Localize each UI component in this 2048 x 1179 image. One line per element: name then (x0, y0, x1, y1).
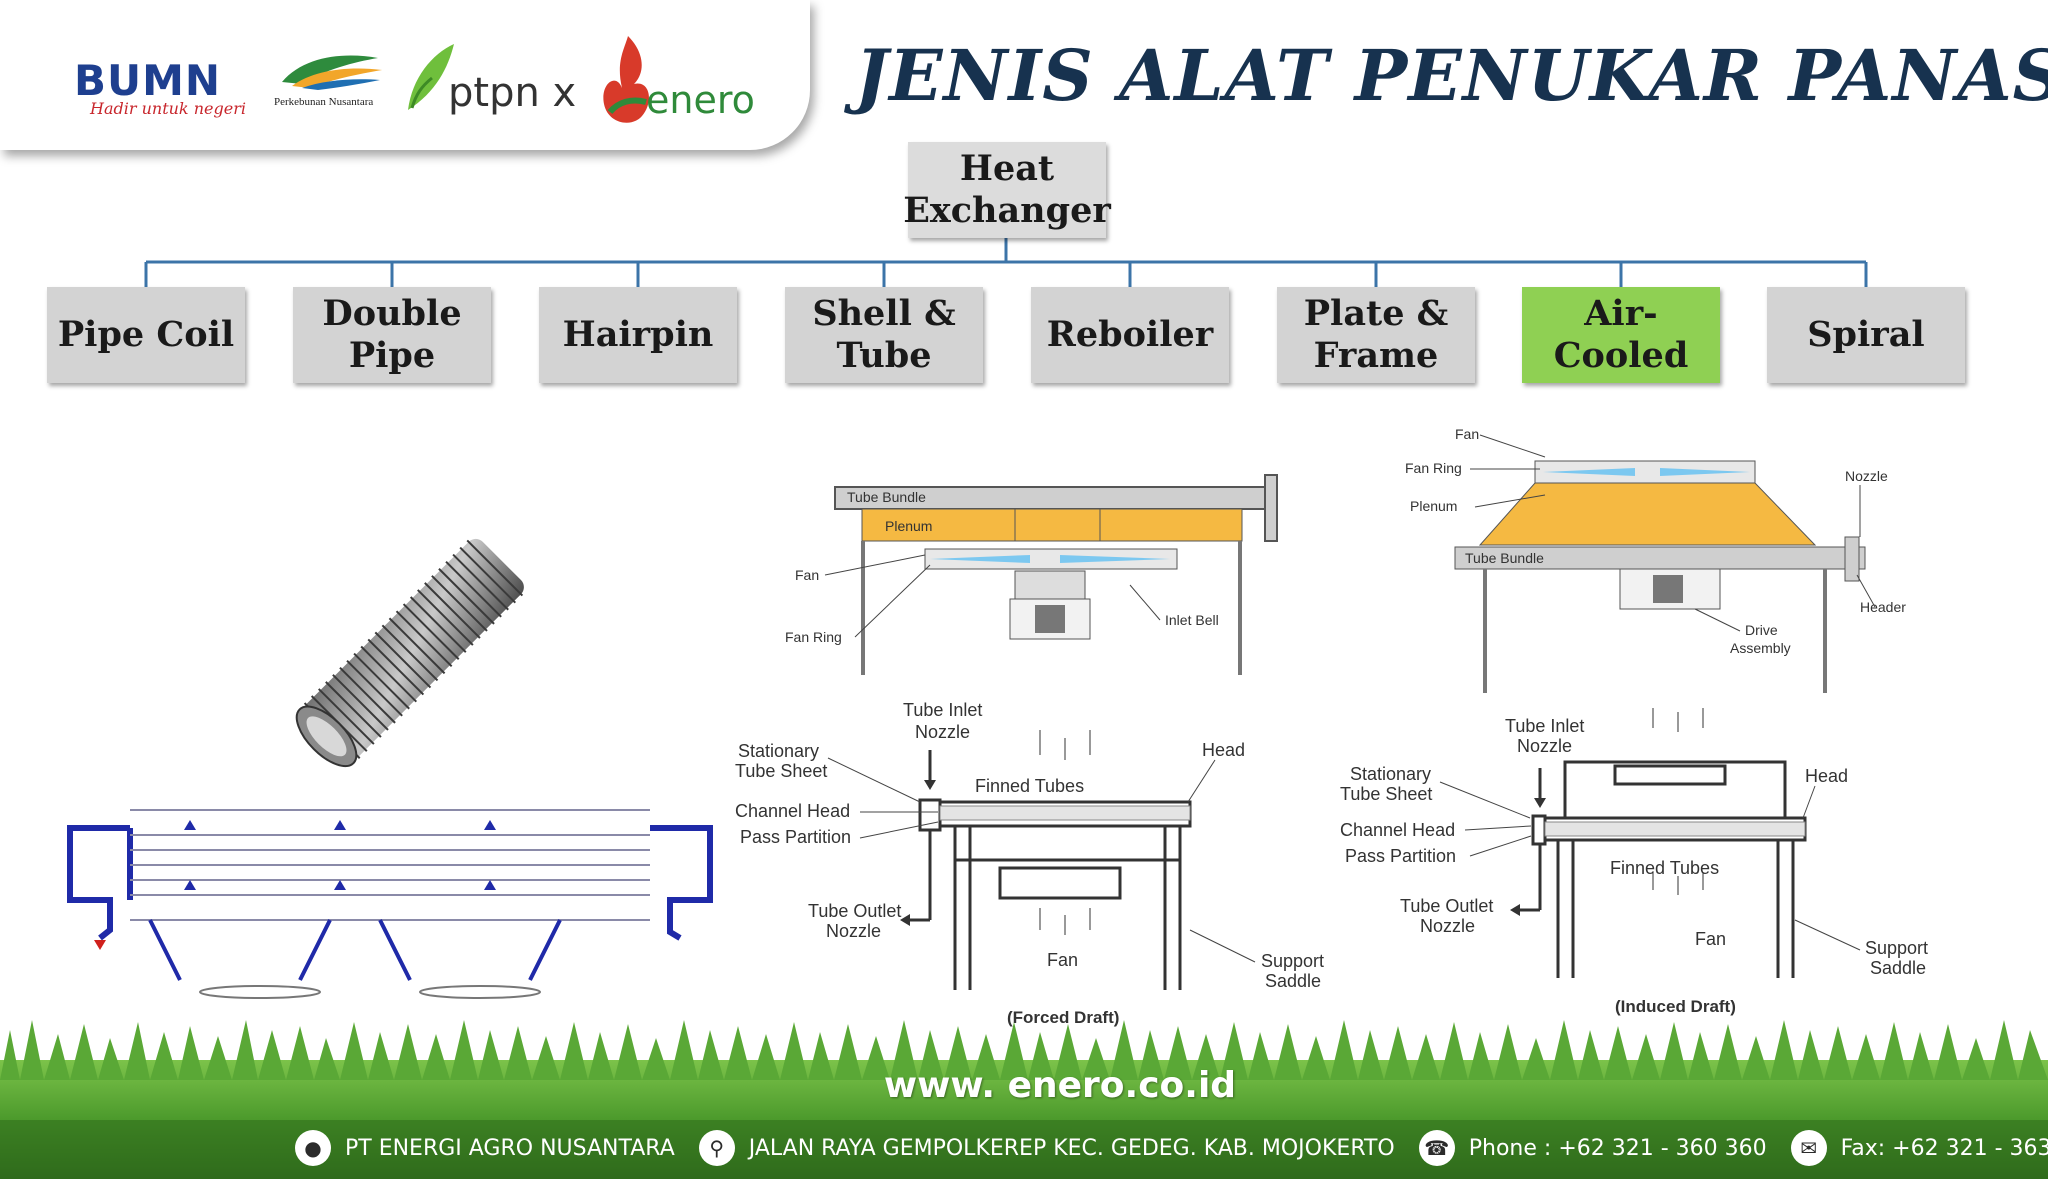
label-tube-outlet: Tube Outlet (808, 901, 901, 921)
label-fan: Fan (1047, 950, 1078, 970)
tree-node-shell-tube: Shell & Tube (785, 287, 983, 383)
label-fan-ring: Fan Ring (785, 629, 842, 645)
label-pass-partition: Pass Partition (740, 827, 851, 847)
phone-icon: ☎ (1418, 1130, 1455, 1166)
tree-root-heat-exchanger: Heat Exchanger (903, 142, 1111, 238)
footer-fax-text: Fax: +62 321 - 363 363 (1840, 1135, 2048, 1161)
label-head: Head (1805, 766, 1848, 786)
mail-icon: ✉ (1790, 1130, 1827, 1166)
bumn-logo-word: BUMN (74, 56, 222, 105)
footer-address-text: JALAN RAYA GEMPOLKEREP KEC. GEDEG. KAB. … (748, 1135, 1395, 1161)
label-channel-head: Channel Head (1340, 820, 1455, 840)
label-tube-bundle: Tube Bundle (847, 489, 926, 505)
label-inlet-bell: Inlet Bell (1165, 612, 1219, 628)
label-tube-outlet-nozzle: Nozzle (1420, 916, 1475, 936)
label-assembly: Assembly (1730, 640, 1791, 656)
leaf-icon (408, 44, 454, 110)
tree-node-reboiler: Reboiler (1031, 287, 1229, 383)
forced-draft-top-diagram: Tube Bundle Plenum Fan Fan Ring Inlet Be… (785, 474, 1278, 675)
perkebunan-logo: Perkebunan Nusantara (274, 48, 394, 108)
caption-induced-draft: (Induced Draft) (1615, 997, 1736, 1016)
induced-draft-diagram: Tube Inlet Nozzle Stationary Tube Sheet … (1340, 708, 1928, 1016)
label-tube-inlet-nozzle: Nozzle (915, 722, 970, 742)
label-nozzle: Nozzle (1845, 468, 1888, 484)
logo-panel: BUMN Hadir untuk negeri Perkebunan Nusan… (0, 0, 810, 150)
tree-node-plate-frame: Plate & Frame (1277, 287, 1475, 383)
label-tube-inlet-nozzle: Nozzle (1517, 736, 1572, 756)
label-plenum: Plenum (885, 518, 932, 534)
forced-draft-diagram: Tube Inlet Nozzle Stationary Tube Sheet … (735, 700, 1324, 1027)
label-header: Header (1860, 599, 1906, 615)
person-icon: ● (295, 1130, 331, 1166)
label-head: Head (1202, 740, 1245, 760)
label-tube-inlet: Tube Inlet (903, 700, 982, 720)
label-fan: Fan (1455, 426, 1479, 442)
tree-node-double-pipe: Double Pipe (293, 287, 491, 383)
label-channel-head: Channel Head (735, 801, 850, 821)
label-fan: Fan (795, 567, 819, 583)
label-tube-sheet: Tube Sheet (735, 761, 827, 781)
tree-connectors (144, 238, 1868, 287)
air-cooler-schematic (67, 809, 713, 999)
label-finned-tubes: Finned Tubes (975, 776, 1084, 796)
tree-node-hairpin: Hairpin (539, 287, 737, 383)
bumn-logo-tagline: Hadir untuk negeri (90, 99, 246, 118)
footer-phone-text: Phone : +62 321 - 360 360 (1468, 1135, 1767, 1161)
label-saddle: Saddle (1870, 958, 1926, 978)
label-tube-outlet-nozzle: Nozzle (826, 921, 881, 941)
label-pass-partition: Pass Partition (1345, 846, 1456, 866)
enero-flame-icon (603, 36, 649, 123)
label-fan-ring: Fan Ring (1405, 460, 1462, 476)
perkebunan-logo-text: Perkebunan Nusantara (274, 96, 374, 108)
grass-footer-background (0, 1020, 2048, 1179)
footer-fax: ✉ Fax: +62 321 - 363 363 (1790, 1130, 2048, 1166)
label-tube-sheet: Tube Sheet (1340, 784, 1432, 804)
induced-draft-top-diagram: Fan Fan Ring Plenum Tube Bundle Nozzle H… (1405, 426, 1906, 693)
footer-company: ● PT ENERGI AGRO NUSANTARA (295, 1130, 675, 1166)
footer-contact-bar: ● PT ENERGI AGRO NUSANTARA ⚲ JALAN RAYA … (295, 1125, 2048, 1171)
label-fan: Fan (1695, 929, 1726, 949)
footer-phone: ☎ Phone : +62 321 - 360 360 (1418, 1130, 1767, 1166)
bumn-logo: BUMN Hadir untuk negeri (74, 56, 246, 118)
caption-forced-draft: (Forced Draft) (1007, 1008, 1119, 1027)
page-title: JENIS ALAT PENUKAR PANAS (855, 34, 2048, 117)
ptpn-logo: ptpn x (402, 38, 576, 122)
label-drive: Drive (1745, 622, 1778, 638)
label-plenum: Plenum (1410, 498, 1457, 514)
label-tube-inlet: Tube Inlet (1505, 716, 1584, 736)
finned-tube-image (295, 538, 524, 768)
footer-website[interactable]: www. enero.co.id (883, 1065, 1237, 1106)
label-tube-outlet: Tube Outlet (1400, 896, 1493, 916)
perkebunan-logo-icon (282, 55, 382, 90)
label-saddle: Saddle (1265, 971, 1321, 991)
tree-node-air-cooled: Air-Cooled (1522, 287, 1720, 383)
label-support: Support (1261, 951, 1324, 971)
enero-logo: enero (598, 32, 755, 136)
label-stationary: Stationary (738, 741, 819, 761)
tree-node-spiral: Spiral (1767, 287, 1965, 383)
ptpn-logo-text: ptpn x (448, 70, 577, 116)
enero-logo-text: enero (646, 78, 755, 122)
footer-address: ⚲ JALAN RAYA GEMPOLKEREP KEC. GEDEG. KAB… (698, 1130, 1395, 1166)
label-finned-tubes: Finned Tubes (1610, 858, 1719, 878)
label-stationary: Stationary (1350, 764, 1431, 784)
label-support: Support (1865, 938, 1928, 958)
label-tube-bundle: Tube Bundle (1465, 550, 1544, 566)
tree-node-pipe-coil: Pipe Coil (47, 287, 245, 383)
footer-company-text: PT ENERGI AGRO NUSANTARA (345, 1135, 675, 1161)
location-pin-icon: ⚲ (698, 1130, 735, 1166)
